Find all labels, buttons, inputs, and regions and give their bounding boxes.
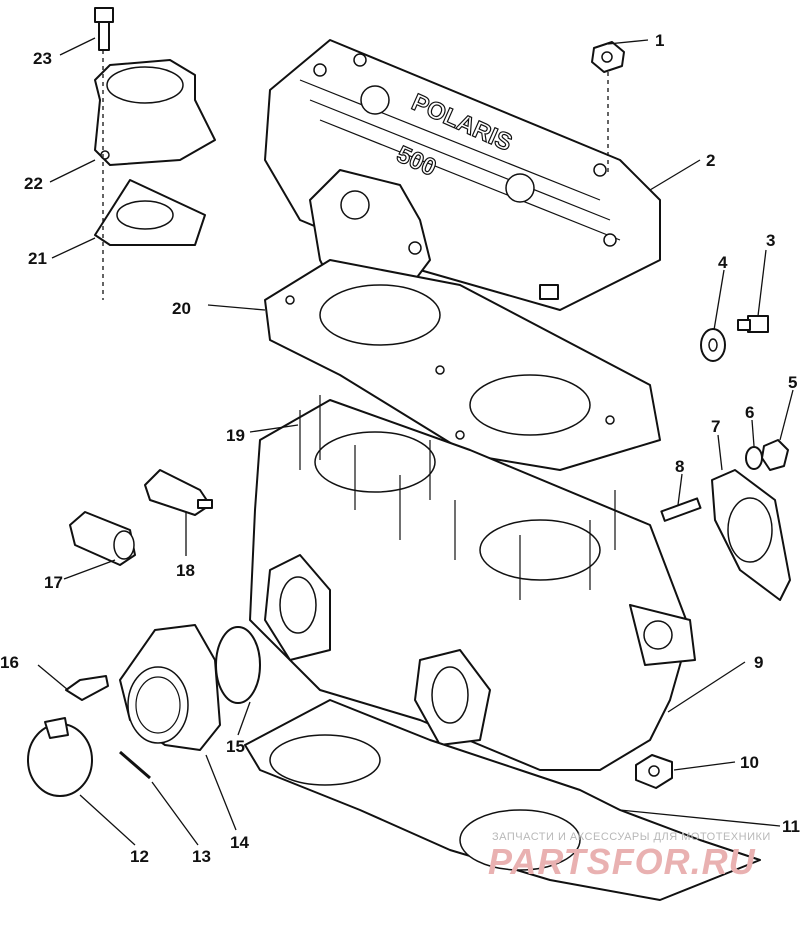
thermostat-gasket xyxy=(94,179,206,246)
callout-1: 1 xyxy=(655,31,664,50)
callout-3: 3 xyxy=(766,231,775,250)
callout-17: 17 xyxy=(44,573,63,592)
intake-adaptor xyxy=(119,624,221,751)
leader-lines xyxy=(37,37,794,846)
base-gasket xyxy=(244,699,761,901)
base-nut xyxy=(635,754,673,789)
temperature-sensor xyxy=(144,469,213,516)
hose-clamp xyxy=(27,717,93,797)
watermark-tagline: ЗАПЧАСТИ И АКСЕССУАРЫ ДЛЯ МОТОТЕХНИКИ xyxy=(492,831,771,843)
exhaust-flange-gasket xyxy=(711,469,791,601)
flange-nut xyxy=(761,439,789,471)
callout-labels: 1 2 3 4 5 6 7 8 9 10 11 12 13 14 15 16 1… xyxy=(0,31,800,866)
thermostat-housing xyxy=(94,59,216,166)
callout-9: 9 xyxy=(754,653,763,672)
callout-16: 16 xyxy=(0,653,19,672)
bleed-screw xyxy=(737,315,769,333)
callout-21: 21 xyxy=(28,249,47,268)
callout-19: 19 xyxy=(226,426,245,445)
callout-22: 22 xyxy=(24,174,43,193)
callout-4: 4 xyxy=(718,253,728,272)
callout-6: 6 xyxy=(745,403,754,422)
callout-18: 18 xyxy=(176,561,195,580)
callout-11: 11 xyxy=(782,817,800,836)
adaptor-bolt xyxy=(65,675,109,701)
watermark-site: PARTSFOR.RU xyxy=(488,841,756,882)
callout-13: 13 xyxy=(192,847,211,866)
callout-5: 5 xyxy=(788,373,797,392)
clamp-screw xyxy=(119,750,151,780)
callout-20: 20 xyxy=(172,299,191,318)
callout-2: 2 xyxy=(706,151,715,170)
callout-12: 12 xyxy=(130,847,149,866)
callout-10: 10 xyxy=(740,753,759,772)
callout-8: 8 xyxy=(675,457,684,476)
o-ring xyxy=(215,626,261,704)
callout-14: 14 xyxy=(230,833,249,852)
housing-bolt xyxy=(94,7,114,51)
watermark: ЗАПЧАСТИ И АКСЕССУАРЫ ДЛЯ МОТОТЕХНИКИ PA… xyxy=(488,831,771,882)
head-gasket xyxy=(264,259,661,471)
flange-washer xyxy=(745,446,763,470)
callout-23: 23 xyxy=(33,49,52,68)
sealing-washer xyxy=(700,328,726,362)
callout-15: 15 xyxy=(226,737,245,756)
exhaust-stud xyxy=(660,497,702,522)
sensor-sleeve xyxy=(69,511,136,566)
cap-nut xyxy=(591,41,625,73)
cylinder-block xyxy=(249,395,696,771)
callout-7: 7 xyxy=(711,417,720,436)
